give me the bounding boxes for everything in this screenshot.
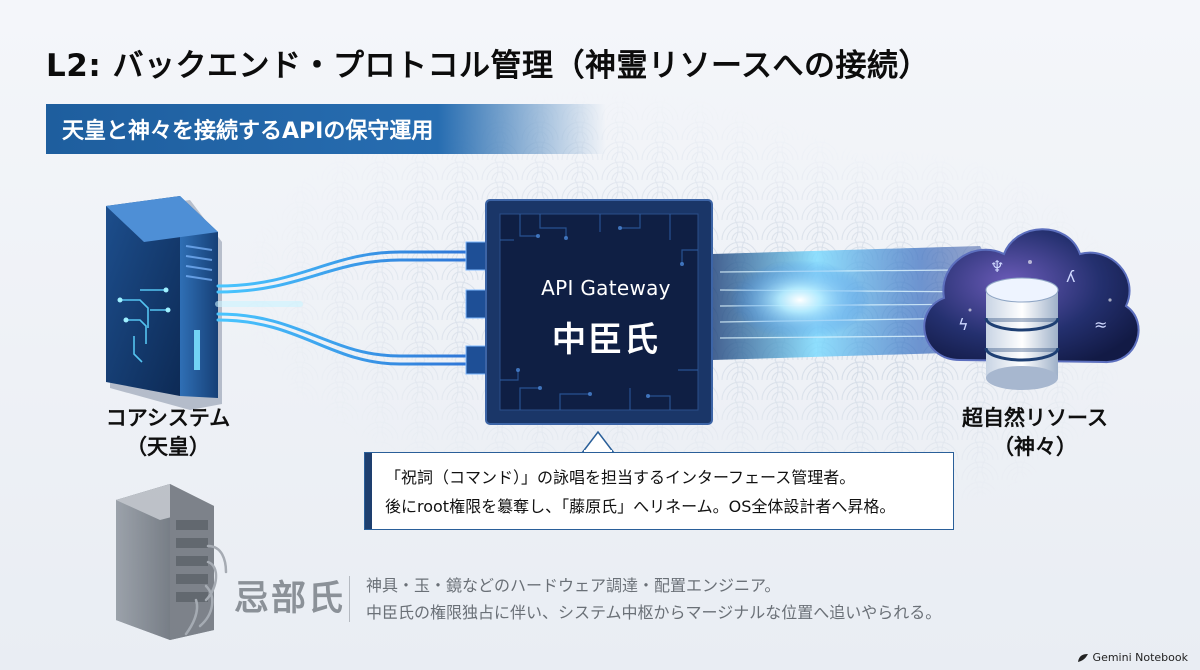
core-system-sub: （天皇） <box>126 435 210 459</box>
footer-text: Gemini Notebook <box>1092 651 1188 664</box>
svg-text:ϟ: ϟ <box>958 315 969 334</box>
footer-brand: Gemini Notebook <box>1077 651 1188 664</box>
gateway-name: 中臣氏 <box>552 320 660 360</box>
database-icon <box>984 277 1060 390</box>
callout-pointer <box>580 430 616 454</box>
gateway-title: API Gateway <box>541 276 671 300</box>
page-title: L2: バックエンド・プロトコル管理（神霊リソースへの接続） <box>46 48 930 84</box>
svg-text:♆: ♆ <box>990 257 1004 276</box>
gemini-logo-icon <box>1077 653 1088 662</box>
api-gateway-chip-icon <box>485 199 713 425</box>
subtitle-text: 天皇と神々を接続するAPIの保守運用 <box>62 119 434 144</box>
gateway-connectors <box>465 241 489 375</box>
core-server-icon <box>106 196 222 410</box>
inbe-hardware-server-icon <box>116 484 228 640</box>
supernatural-label: 超自然リソース （神々） <box>935 404 1135 462</box>
subtitle-banner: 天皇と神々を接続するAPIの保守運用 <box>46 104 606 154</box>
connection-wires <box>215 250 472 366</box>
supernatural-name: 超自然リソース <box>962 406 1108 430</box>
inbe-desc-line-2: 中臣氏の権限独占に伴い、システム中枢からマージナルな位置へ追いやられる。 <box>366 603 942 622</box>
svg-text:≈: ≈ <box>1094 315 1107 334</box>
svg-text:ʎ: ʎ <box>1066 267 1075 286</box>
gateway-callout: 「祝詞（コマンド）」の詠唱を担当するインターフェース管理者。 後にroot権限を… <box>364 452 954 530</box>
supernatural-sub: （神々） <box>993 435 1077 459</box>
callout-line-2: 後にroot権限を簒奪し、「藤原氏」へリネーム。OS全体設計者へ昇格。 <box>385 497 896 516</box>
inbe-description: 神具・玉・鏡などのハードウェア調達・配置エンジニア。 中臣氏の権限独占に伴い、シ… <box>366 572 941 626</box>
core-system-name: コアシステム <box>105 406 231 430</box>
callout-line-1: 「祝詞（コマンド）」の詠唱を担当するインターフェース管理者。 <box>385 468 856 487</box>
inbe-desc-line-1: 神具・玉・鏡などのハードウェア調達・配置エンジニア。 <box>366 576 781 595</box>
inbe-name: 忌部氏 <box>234 579 346 619</box>
energy-beam <box>712 246 1010 360</box>
core-system-label: コアシステム （天皇） <box>88 404 248 462</box>
inbe-divider <box>349 576 350 622</box>
